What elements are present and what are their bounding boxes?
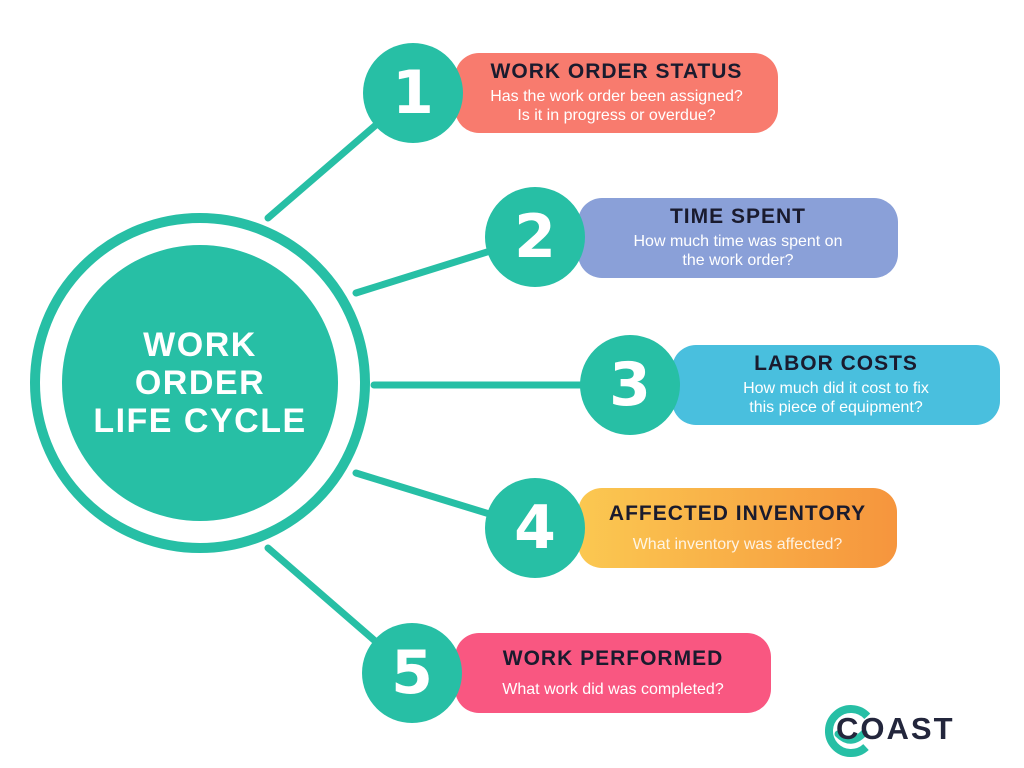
step-number-badge-5: 5 xyxy=(362,623,462,723)
coast-logo-text: COAST xyxy=(836,711,955,746)
step-description: What inventory was affected? xyxy=(633,535,843,554)
step-number: 5 xyxy=(391,638,433,708)
step-number: 3 xyxy=(609,350,651,420)
step-number-badge-3: 3 xyxy=(580,335,680,435)
coast-logo-icon xyxy=(824,705,871,758)
step-title: WORK ORDER STATUS xyxy=(490,60,743,83)
step-number: 2 xyxy=(514,202,556,272)
logo-smile xyxy=(834,729,868,744)
step-description: Has the work order been assigned? Is it … xyxy=(490,87,743,125)
step-description: How much did it cost to fix this piece o… xyxy=(743,379,929,417)
step-description: How much time was spent on the work orde… xyxy=(634,232,843,270)
step-description-line: Has the work order been assigned? xyxy=(490,88,743,105)
center-disc xyxy=(62,245,338,521)
step-description-line: What work did was completed? xyxy=(502,680,724,698)
step-number-badge-2: 2 xyxy=(485,187,585,287)
coast-logo: COAST xyxy=(822,703,955,755)
step-bar-labor-costs: LABOR COSTS How much did it cost to fix … xyxy=(672,345,1000,425)
step-bar-work-performed: WORK PERFORMED What work did was complet… xyxy=(455,633,771,713)
step-title: LABOR COSTS xyxy=(754,352,918,375)
step-number-badge-4: 4 xyxy=(485,478,585,578)
step-description-line: How much did it cost to fix xyxy=(743,380,929,397)
step-title: TIME SPENT xyxy=(669,205,806,228)
step-description-line: How much time was spent on xyxy=(633,233,843,250)
center-title: WORK ORDER LIFE CYCLE xyxy=(60,326,340,440)
step-description-line: this piece of equipment? xyxy=(749,399,923,416)
step-bar-work-order-status: WORK ORDER STATUS Has the work order bee… xyxy=(455,53,778,133)
step-bar-time-spent: TIME SPENT How much time was spent on th… xyxy=(578,198,898,278)
step-bar-affected-inventory: AFFECTED INVENTORY What inventory was af… xyxy=(578,488,897,568)
center-title-line: WORK xyxy=(143,326,257,364)
logo-ring xyxy=(824,705,871,758)
step-number: 4 xyxy=(514,493,556,563)
step-title: WORK PERFORMED xyxy=(502,646,724,670)
step-number-badge-1: 1 xyxy=(363,43,463,143)
step-description-line: Is it in progress or overdue? xyxy=(517,107,716,124)
step-description: What work did was completed? xyxy=(502,680,723,699)
step-description-line: What inventory was affected? xyxy=(632,535,843,553)
step-title: AFFECTED INVENTORY xyxy=(608,501,867,525)
step-number: 1 xyxy=(392,58,434,128)
step-description-line: the work order? xyxy=(682,252,794,269)
center-title-line: LIFE CYCLE xyxy=(93,402,307,440)
center-title-line: ORDER xyxy=(134,364,266,402)
